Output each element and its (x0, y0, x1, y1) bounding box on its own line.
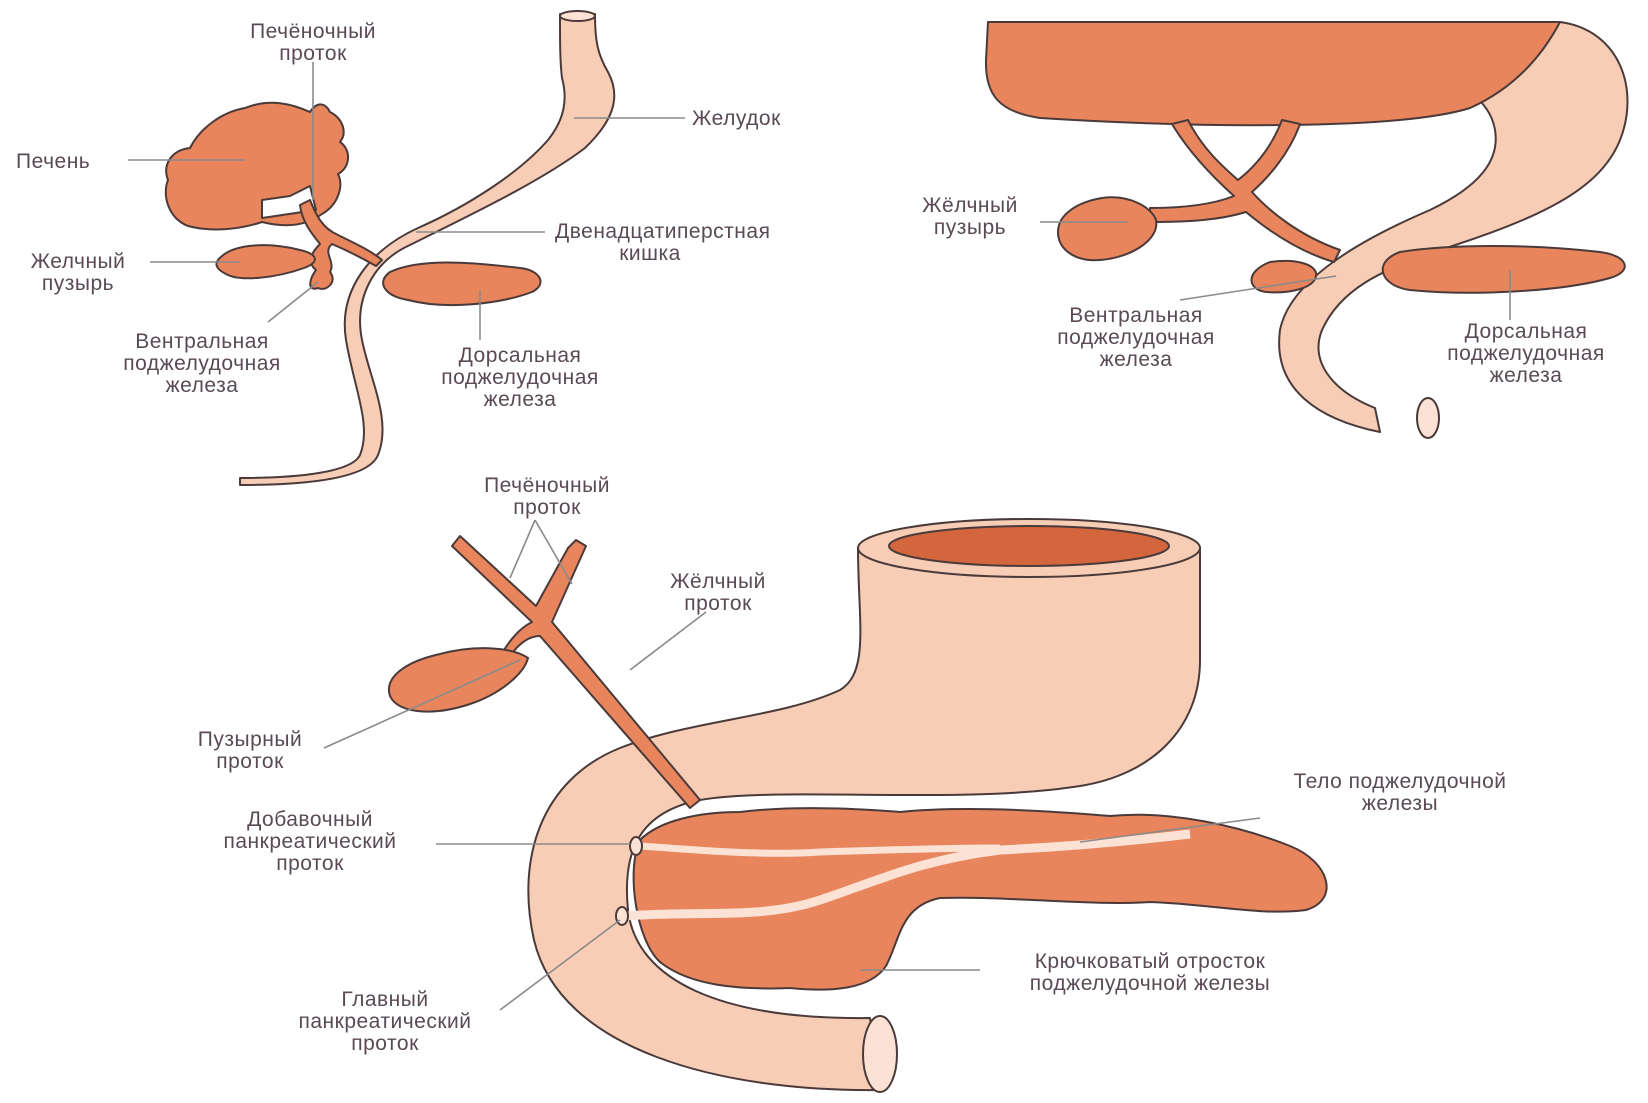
panel-a: Печёночный проток Печень Желудок Двенадц… (16, 11, 781, 485)
panel-a-ventral-pancreas-label: Вентральная поджелудочная железа (123, 330, 281, 397)
panel-c-duodenum-lumen (889, 526, 1169, 566)
panel-c-main-duct-label-line: проток (351, 1032, 419, 1055)
panel-b-dorsal-pancreas-label-line: поджелудочная (1447, 342, 1605, 365)
panel-a-gallbladder-label: Желчный пузырь (31, 250, 126, 295)
panel-c-hepatic-duct-label: Печёночный проток (484, 474, 610, 519)
panel-c-accessory-duct-label: Добавочный панкреатический проток (223, 808, 396, 875)
panel-a-liver (166, 103, 348, 230)
panel-b-dorsal-pancreas-label-line: Дорсальная (1465, 320, 1588, 343)
panel-a-dorsal-pancreas (383, 263, 540, 306)
panel-a-stomach-opening (560, 11, 595, 21)
panel-a-hepatic-duct-label-line: проток (279, 42, 347, 65)
panel-a-gallbladder-label-line: пузырь (42, 272, 114, 295)
panel-a-dorsal-pancreas-label: Дорсальная поджелудочная железа (441, 344, 599, 411)
panel-b-ventral-pancreas-label-line: железа (1100, 348, 1173, 371)
panel-c-pancreas-body-label: Тело поджелудочной железы (1294, 770, 1507, 815)
panel-a-ventral-pancreas-leader (268, 282, 318, 322)
panel-b-ventral-pancreas-label-line: Вентральная (1069, 304, 1203, 327)
panel-c-hepatic-duct-leader-a (510, 520, 535, 578)
panel-b-gut-opening (1417, 398, 1439, 438)
panel-c-hepatic-duct-label-line: проток (513, 496, 581, 519)
panel-b-dorsal-pancreas-label-line: железа (1490, 364, 1563, 387)
panel-c-cystic-duct-label: Пузырный проток (198, 728, 302, 773)
panel-c-accessory-duct-opening (630, 837, 642, 855)
panel-b-gallbladder-label: Жёлчный пузырь (922, 194, 1018, 239)
panel-c-uncinate-label-line: поджелудочной железы (1030, 972, 1270, 995)
panel-c-cystic-duct-label-line: Пузырный (198, 728, 302, 751)
panel-b-ventral-pancreas-label: Вентральная поджелудочная железа (1057, 304, 1215, 371)
panel-a-dorsal-pancreas-label-line: железа (484, 388, 557, 411)
panel-c-bile-duct-leader (630, 612, 706, 670)
panel-c: Печёночный проток Жёлчный проток Пузырны… (198, 474, 1507, 1092)
panel-c-pancreas-body-label-line: железы (1362, 792, 1438, 815)
panel-b: Жёлчный пузырь Вентральная поджелудочная… (922, 22, 1627, 438)
panel-a-dorsal-pancreas-label-line: Дорсальная (459, 344, 582, 367)
panel-a-ventral-pancreas-label-line: железа (166, 374, 239, 397)
panel-c-pancreas-body-label-line: Тело поджелудочной (1294, 770, 1507, 793)
panel-a-ventral-pancreas-label-line: поджелудочная (123, 352, 281, 375)
panel-b-gallbladder (1058, 197, 1156, 260)
panel-a-dorsal-pancreas-label-line: поджелудочная (441, 366, 599, 389)
panel-a-gallbladder-label-line: Желчный (31, 250, 126, 273)
panel-c-duodenum-end (863, 1016, 897, 1092)
panel-c-cystic-duct-label-line: проток (216, 750, 284, 773)
panel-c-accessory-duct-label-line: Добавочный (247, 808, 373, 831)
panel-a-hepatic-duct-label: Печёночный проток (250, 20, 376, 65)
panel-b-hepatic-duct (1150, 120, 1340, 262)
panel-c-bile-duct-label-line: проток (684, 592, 752, 615)
panel-a-stomach-label: Желудок (692, 107, 781, 130)
panel-c-hepatic-duct-label-line: Печёночный (484, 474, 610, 497)
panel-c-accessory-duct-label-line: проток (276, 852, 344, 875)
panel-c-main-duct-label: Главный панкреатический проток (298, 988, 471, 1055)
panel-b-dorsal-pancreas (1383, 246, 1625, 293)
panel-a-duodenum-label: Двенадцатиперстная кишка (555, 220, 770, 265)
panel-c-bile-duct-label: Жёлчный проток (670, 570, 766, 615)
panel-a-liver-label: Печень (16, 150, 90, 173)
panel-c-main-duct-label-line: Главный (341, 988, 428, 1011)
panel-a-ventral-pancreas-label-line: Вентральная (135, 330, 269, 353)
panel-b-stomach (986, 22, 1560, 125)
panel-a-duodenum-label-line: Двенадцатиперстная (555, 220, 770, 243)
panel-c-bile-duct-label-line: Жёлчный (670, 570, 766, 593)
panel-b-dorsal-pancreas-label: Дорсальная поджелудочная железа (1447, 320, 1605, 387)
panel-c-uncinate-label: Крючковатый отросток поджелудочной желез… (1030, 950, 1270, 995)
panel-b-gallbladder-label-line: Жёлчный (922, 194, 1018, 217)
panel-c-uncinate-label-line: Крючковатый отросток (1035, 950, 1266, 973)
panel-b-gallbladder-label-line: пузырь (934, 216, 1006, 239)
panel-b-ventral-pancreas-label-line: поджелудочная (1057, 326, 1215, 349)
panel-c-accessory-duct-label-line: панкреатический (223, 830, 396, 853)
panel-a-duodenum-label-line: кишка (619, 242, 681, 265)
panel-c-gallbladder (389, 648, 528, 711)
panel-a-hepatic-duct-label-line: Печёночный (250, 20, 376, 43)
panel-c-main-duct-label-line: панкреатический (298, 1010, 471, 1033)
